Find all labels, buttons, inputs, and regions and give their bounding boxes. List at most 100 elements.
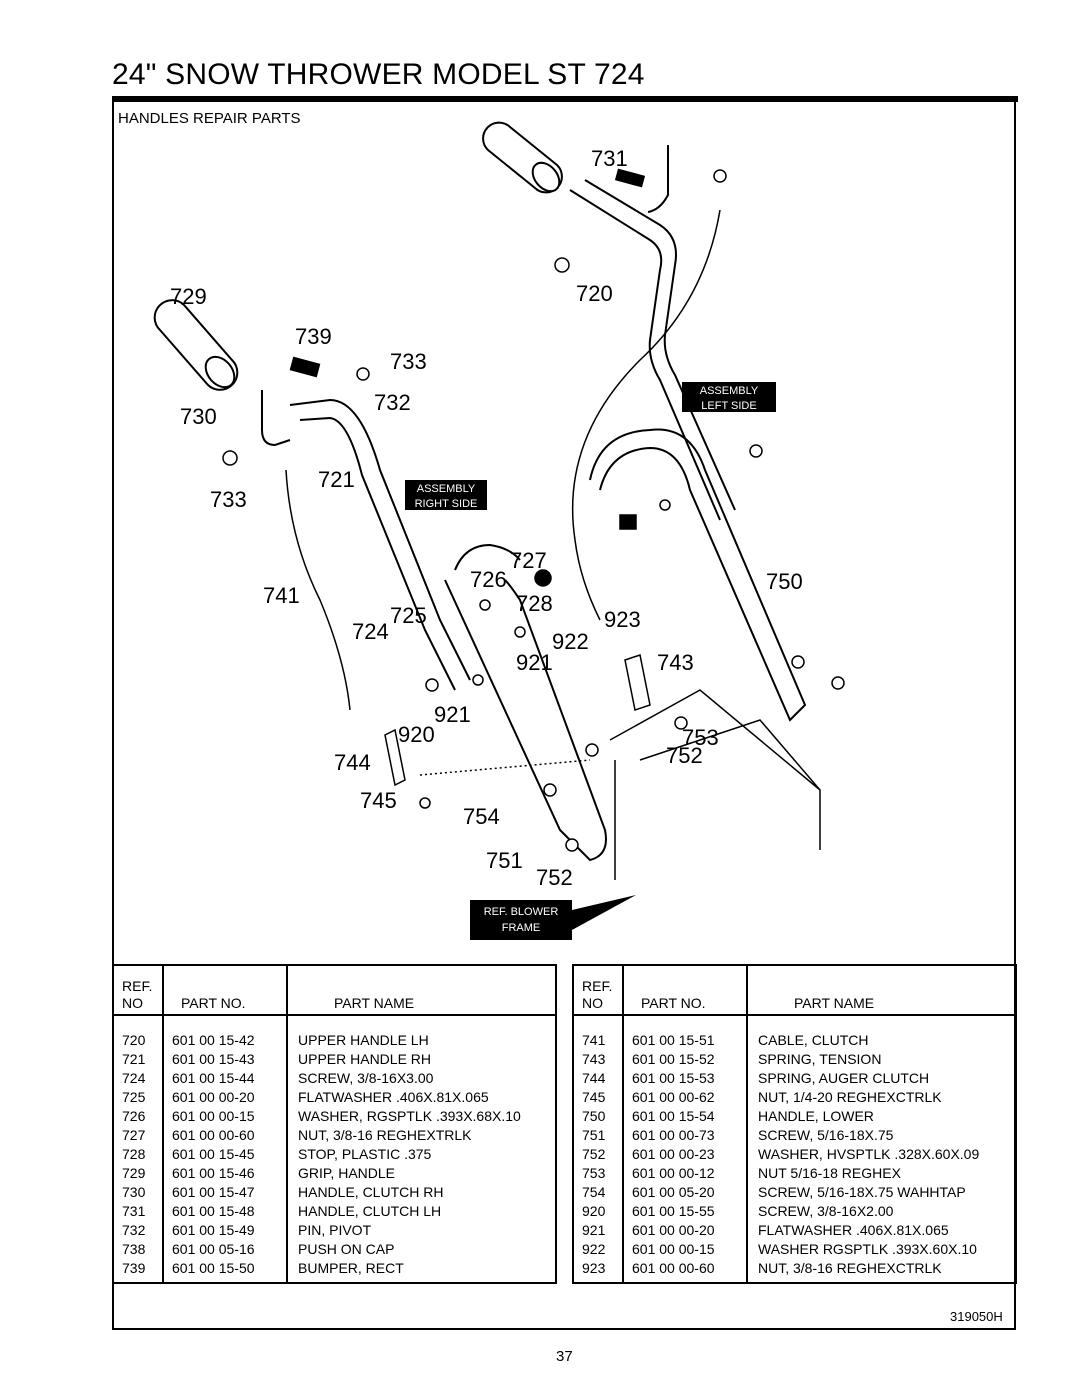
ref-no: 727 <box>122 1127 146 1143</box>
part-name: HANDLE, CLUTCH RH <box>298 1184 444 1200</box>
callout: 721 <box>318 467 355 492</box>
title-rule <box>112 96 1018 102</box>
header-part-name: PART NAME <box>334 995 415 1011</box>
ref-no: 745 <box>582 1089 606 1105</box>
part-name: HANDLE, LOWER <box>758 1108 874 1124</box>
lower-handle-rh <box>444 543 607 862</box>
part-name: STOP, PLASTIC .375 <box>298 1146 432 1162</box>
page-title: 24" SNOW THROWER MODEL ST 724 <box>112 58 645 91</box>
part-no: 601 00 00-12 <box>632 1165 715 1181</box>
part-name: UPPER HANDLE RH <box>298 1051 432 1067</box>
ref-no: 726 <box>122 1108 146 1124</box>
part-no: 601 00 00-60 <box>172 1127 255 1143</box>
callout: 750 <box>766 569 803 594</box>
table-row: 730 601 00 15-47 HANDLE, CLUTCH RH <box>114 1184 555 1203</box>
ref-no: 922 <box>582 1241 606 1257</box>
page-number: 37 <box>556 1348 573 1365</box>
part-name: SCREW, 3/8-16X2.00 <box>758 1203 894 1219</box>
callout: 923 <box>604 607 641 632</box>
tension-spring <box>624 654 651 711</box>
ref-no: 741 <box>582 1032 606 1048</box>
callout: 725 <box>390 603 427 628</box>
part-name: SCREW, 5/16-18X.75 <box>758 1127 894 1143</box>
svg-text:ASSEMBLY: ASSEMBLY <box>417 483 476 495</box>
assembly-left-box <box>682 382 776 412</box>
part-no: 601 00 00-20 <box>632 1222 715 1238</box>
callout: 724 <box>352 619 389 644</box>
ref-no: 731 <box>122 1203 146 1219</box>
part-no: 601 00 15-49 <box>172 1222 255 1238</box>
upper-handle-rh <box>289 398 471 691</box>
clutch-cable-left <box>571 209 721 621</box>
part-no: 601 00 05-20 <box>632 1184 715 1200</box>
ref-no: 732 <box>122 1222 146 1238</box>
part-no: 601 00 05-16 <box>172 1241 255 1257</box>
clutch-handle-lh <box>647 145 669 213</box>
lower-handle <box>589 428 807 722</box>
header-part-name: PART NAME <box>794 995 875 1011</box>
ref-no: 754 <box>582 1184 606 1200</box>
bumper-rect-right <box>614 168 646 188</box>
ref-blower-box <box>470 895 636 940</box>
part-no: 601 00 15-46 <box>172 1165 255 1181</box>
callout: 754 <box>463 804 500 829</box>
part-name: WASHER RGSPTLK .393X.60X.10 <box>758 1241 977 1257</box>
header-no: NO <box>122 995 143 1011</box>
part-no: 601 00 15-54 <box>632 1108 715 1124</box>
callout: 922 <box>552 629 589 654</box>
ref-no: 730 <box>122 1184 146 1200</box>
clutch-handle-rh <box>261 390 291 447</box>
svg-text:ASSEMBLY: ASSEMBLY <box>700 385 759 397</box>
callout: 728 <box>516 591 553 616</box>
part-no: 601 00 15-47 <box>172 1184 255 1200</box>
ref-no: 729 <box>122 1165 146 1181</box>
callout: 743 <box>657 650 694 675</box>
document-number: 319050H <box>950 1309 1003 1324</box>
part-no: 601 00 00-60 <box>632 1260 715 1276</box>
ref-no: 751 <box>582 1127 606 1143</box>
callout: 730 <box>180 404 217 429</box>
svg-text:LEFT SIDE: LEFT SIDE <box>701 400 756 412</box>
part-name: NUT 5/16-18 REGHEX <box>758 1165 901 1181</box>
callout: 727 <box>510 548 547 573</box>
dotted-link <box>419 759 591 776</box>
callout: 753 <box>682 725 719 750</box>
ref-no: 725 <box>122 1089 146 1105</box>
part-name: HANDLE, CLUTCH LH <box>298 1203 442 1219</box>
part-no: 601 00 00-20 <box>172 1089 255 1105</box>
content-frame <box>112 100 1016 1330</box>
part-name: UPPER HANDLE LH <box>298 1032 429 1048</box>
part-name: WASHER, HVSPTLK .328X.60X.09 <box>758 1146 980 1162</box>
clutch-cable-right <box>285 469 351 711</box>
callout: 920 <box>398 722 435 747</box>
part-name: WASHER, RGSPTLK .393X.68X.10 <box>298 1108 521 1124</box>
upper-handle-lh <box>569 179 736 521</box>
grip-end-right <box>531 161 561 193</box>
svg-text:FRAME: FRAME <box>502 922 541 934</box>
part-name: PIN, PIVOT <box>298 1222 372 1238</box>
header-no: NO <box>582 995 603 1011</box>
ref-no: 721 <box>122 1051 146 1067</box>
part-no: 601 00 15-51 <box>632 1032 715 1048</box>
blower-frame-outline <box>609 689 821 880</box>
part-no: 601 00 00-15 <box>172 1108 255 1124</box>
assembly-right-box <box>405 480 487 510</box>
callout: 720 <box>576 281 613 306</box>
callout: 731 <box>591 146 628 171</box>
